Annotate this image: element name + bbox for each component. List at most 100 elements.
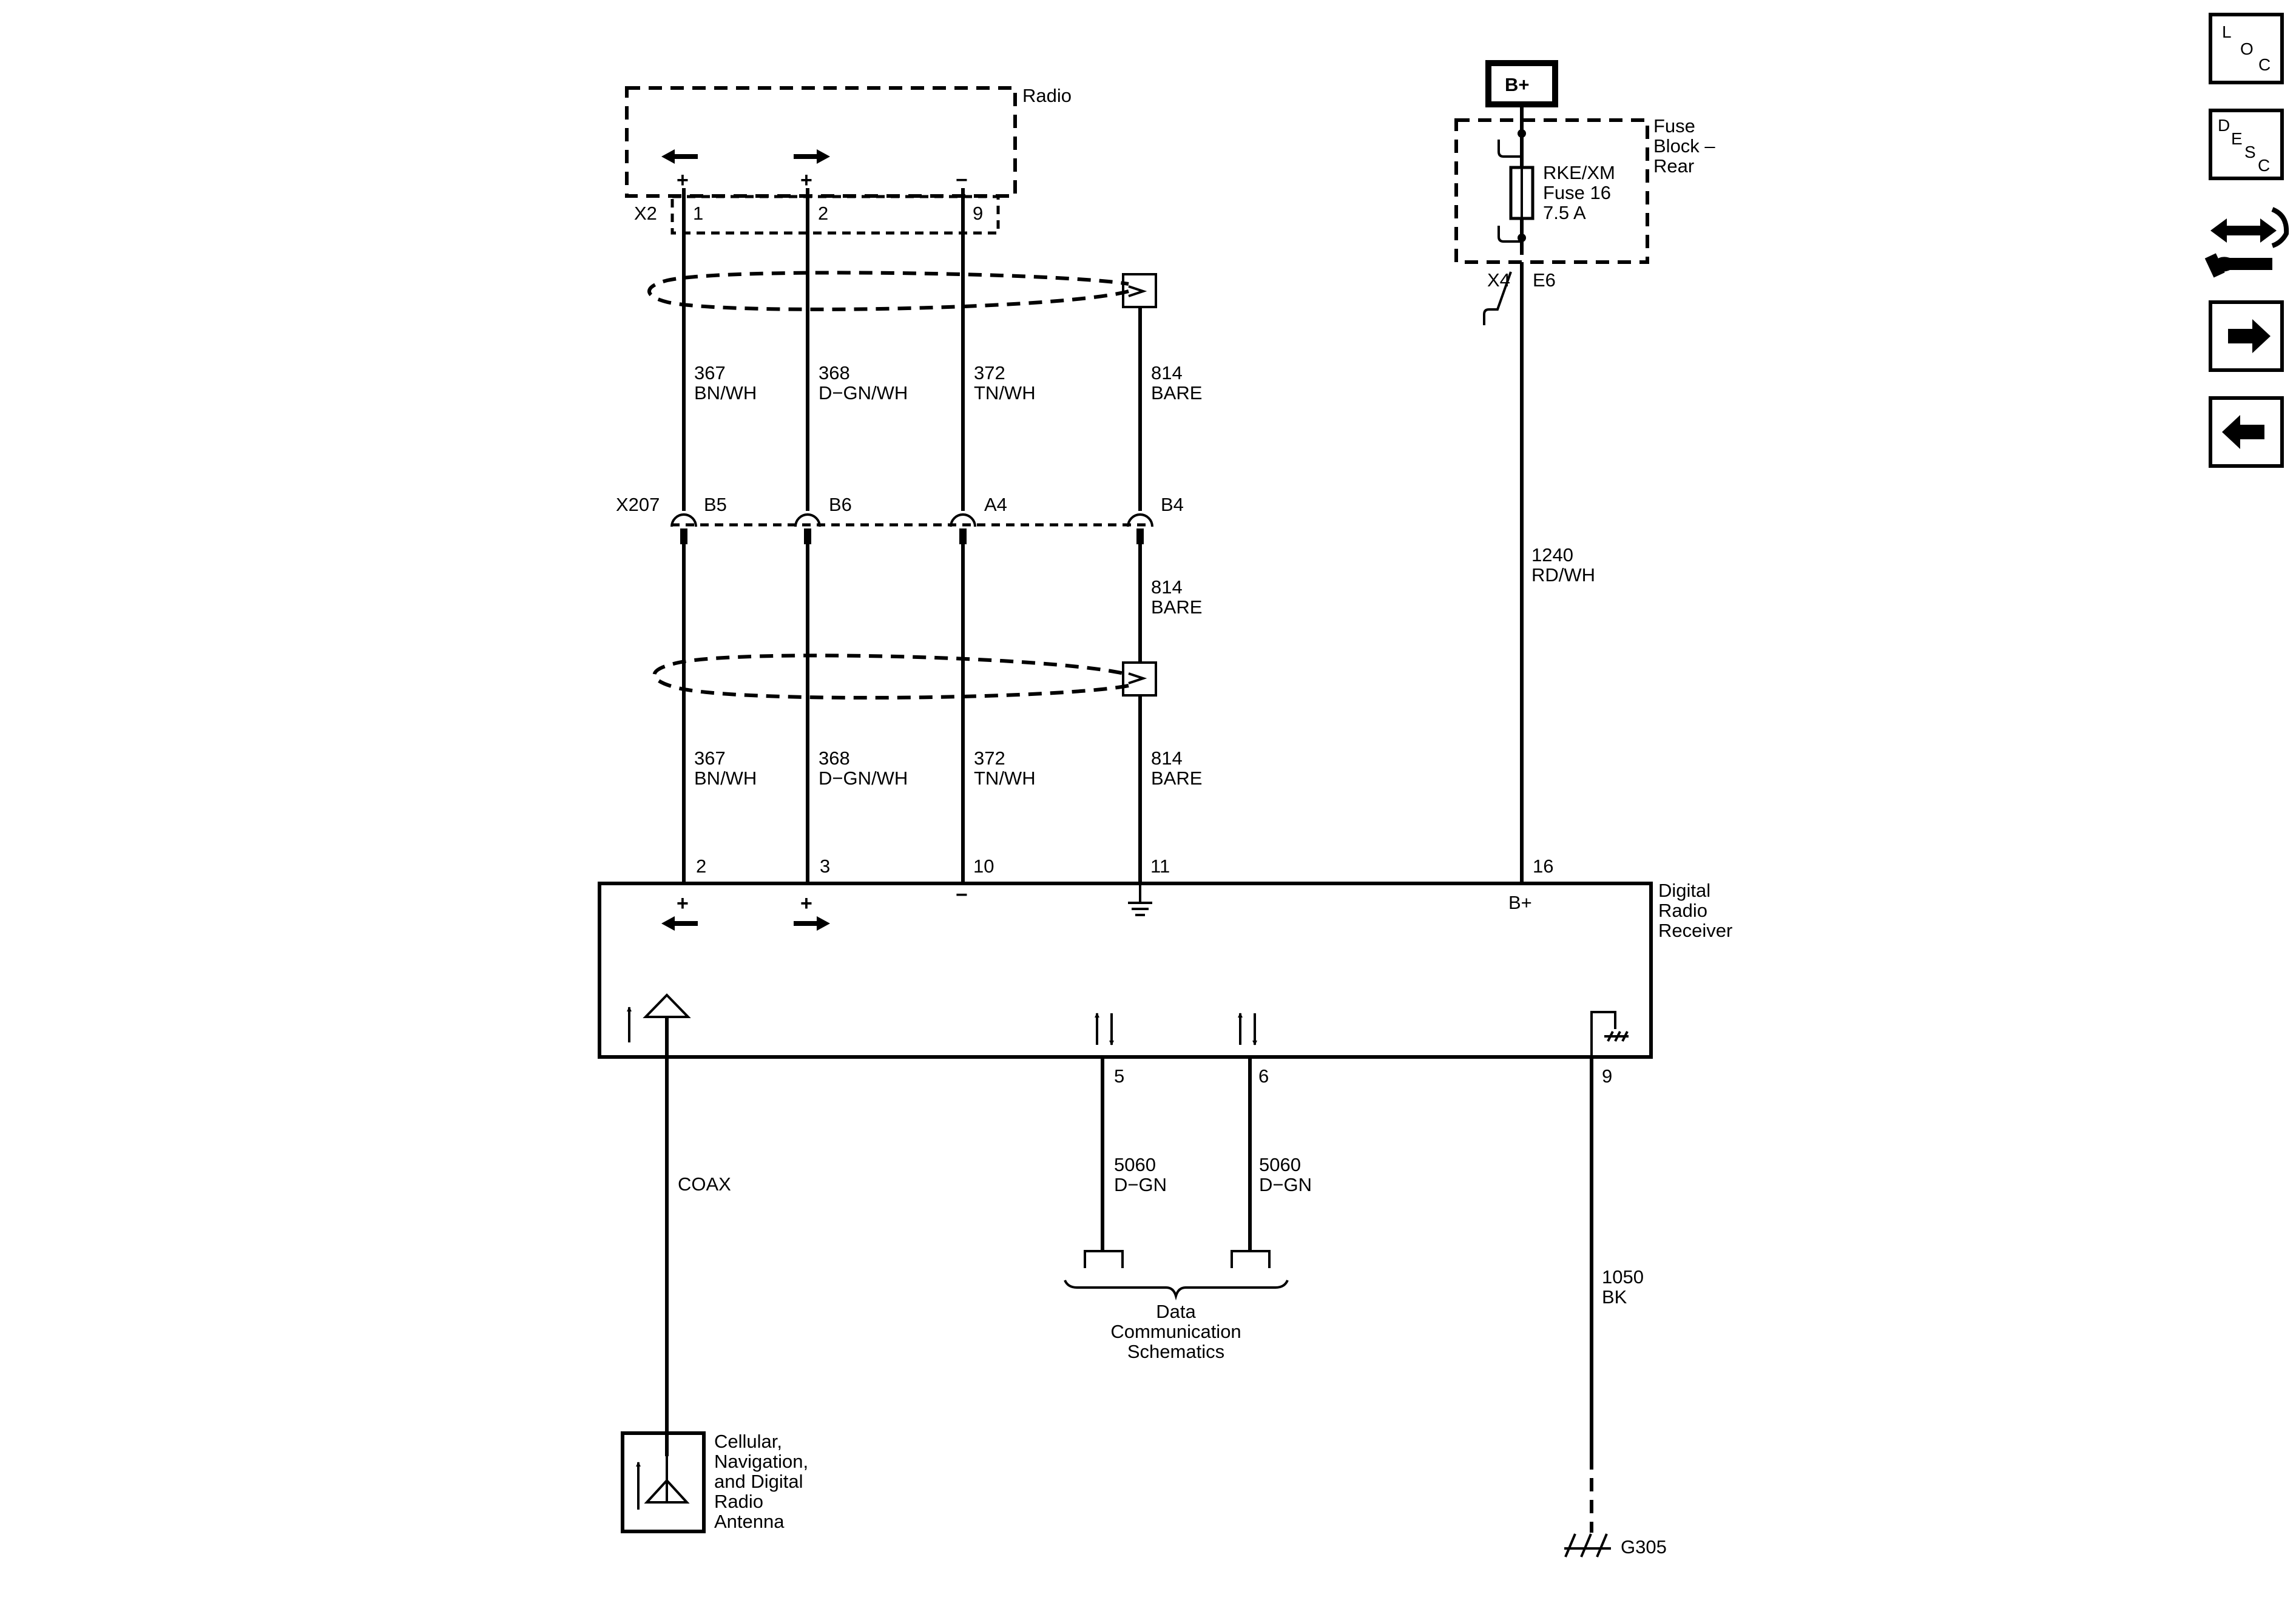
upper-wires: 367 BN/WH 368 D−GN/WH 372 TN/WH 814 BARE xyxy=(647,188,1202,511)
label-367-lower-color: BN/WH xyxy=(694,768,757,789)
receiver-title-3: Receiver xyxy=(1658,920,1732,941)
antenna-box xyxy=(621,1431,706,1533)
receiver-minus: − xyxy=(956,883,968,906)
chassis-ground-icon xyxy=(1564,1533,1611,1558)
label-1240-circuit: 1240 xyxy=(1531,544,1573,565)
desc-letter-c: C xyxy=(2258,156,2270,175)
x207-pin-b4: B4 xyxy=(1161,494,1184,515)
label-368-lower-color: D−GN/WH xyxy=(819,768,908,789)
label-372-lower-circuit: 372 xyxy=(974,748,1005,769)
radio-pin1-sign: + xyxy=(677,169,689,192)
label-5060-a-color: D−GN xyxy=(1114,1174,1167,1195)
x207-cup-b4 xyxy=(1127,513,1153,527)
x207-pin-mark-b5 xyxy=(680,528,687,544)
label-814-upper-color: BARE xyxy=(1151,382,1202,403)
radio-pin-1: 1 xyxy=(693,203,703,224)
label-367-upper-color: BN/WH xyxy=(694,382,757,403)
x207-cup-b5 xyxy=(670,513,697,527)
antenna: COAX Cellular, Navigation, and Digital R… xyxy=(621,1017,808,1533)
label-5060-a-circuit: 5060 xyxy=(1114,1154,1156,1175)
receiver-pin-11: 11 xyxy=(1150,856,1170,877)
label-5060-b-color: D−GN xyxy=(1259,1174,1312,1195)
receiver-pin-5: 5 xyxy=(1114,1065,1124,1087)
loc-icon[interactable]: L O C xyxy=(2209,13,2284,84)
antenna-label-4: Radio xyxy=(714,1491,763,1512)
radio-component: Radio + + − X2 1 2 9 xyxy=(625,85,1072,235)
fuse-block-outline xyxy=(1454,118,1649,264)
receiver-data-arrows-pin6-icon xyxy=(1238,1013,1257,1045)
receiver-plus-1: + xyxy=(677,892,689,915)
label-5060-b-circuit: 5060 xyxy=(1259,1154,1301,1175)
receiver-pin-6: 6 xyxy=(1258,1065,1269,1087)
x207-pin-mark-a4 xyxy=(959,528,967,544)
antenna-symbol-icon xyxy=(636,1456,690,1510)
label-814-mid-circuit: 814 xyxy=(1151,576,1183,598)
radio-pin2-arrow-icon xyxy=(794,149,830,164)
lower-wires: 814 BARE 367 BN/WH 368 D−GN/WH 372 TN/WH… xyxy=(652,544,1202,883)
radio-label: Radio xyxy=(1022,85,1072,106)
receiver-pin-3: 3 xyxy=(820,856,830,877)
receiver-pin-16: 16 xyxy=(1533,856,1553,877)
data-comm-label-2: Communication xyxy=(1110,1321,1241,1342)
receiver-pin-9: 9 xyxy=(1602,1065,1612,1087)
ground-circuit: 1050 BK G305 xyxy=(1564,1057,1667,1558)
radio-connector-outline xyxy=(670,195,1000,235)
data-comm-brace xyxy=(1064,1280,1289,1301)
receiver-pin-10: 10 xyxy=(973,856,994,877)
x207-pin-b6: B6 xyxy=(829,494,852,515)
label-368-upper-color: D−GN/WH xyxy=(819,382,908,403)
x207-pin-b5: B5 xyxy=(704,494,727,515)
desc-letter-s: S xyxy=(2244,143,2256,161)
data-communication: 5060 D−GN 5060 D−GN Data Communication S… xyxy=(1064,1057,1312,1362)
receiver-box xyxy=(598,882,1653,1059)
radio-pin2-sign: + xyxy=(800,169,812,192)
shield-upper xyxy=(647,271,1129,311)
antenna-label-5: Antenna xyxy=(714,1511,785,1532)
label-367-upper-circuit: 367 xyxy=(694,362,726,383)
desc-letter-e: E xyxy=(2231,129,2243,148)
radio-connector-label: X2 xyxy=(634,203,657,224)
radio-pin1-arrow-icon xyxy=(661,149,698,164)
x207-pin-mark-b6 xyxy=(804,528,811,544)
radio-pin-2: 2 xyxy=(818,203,828,224)
drain-lower-tick xyxy=(1128,672,1147,684)
power-source: B+ xyxy=(1485,60,1558,121)
x207-pin-a4: A4 xyxy=(984,494,1007,515)
receiver-title-1: Digital xyxy=(1658,880,1710,901)
connector-tool-icon[interactable] xyxy=(2204,207,2289,278)
label-814-mid-color: BARE xyxy=(1151,596,1202,618)
receiver-bplus: B+ xyxy=(1508,892,1532,913)
digital-radio-receiver: 2 3 10 11 16 Digital Radio Receiver + + … xyxy=(598,856,1732,1087)
fuse-connector-pin: E6 xyxy=(1533,269,1556,291)
label-1050-color: BK xyxy=(1602,1286,1627,1308)
desc-icon[interactable]: D E S C xyxy=(2209,109,2284,180)
fuse-name-2: Fuse 16 xyxy=(1543,182,1611,203)
drain-upper-box xyxy=(1122,273,1157,308)
fuse-block-title-2: Block – xyxy=(1653,135,1715,157)
fuse-connector-symbol xyxy=(1483,271,1512,325)
data-connector-b xyxy=(1231,1250,1271,1268)
fuse-contact-top xyxy=(1497,140,1522,158)
previous-arrow-icon[interactable] xyxy=(2209,396,2284,468)
nav-toolbar: L O C D E S C xyxy=(2204,13,2289,468)
x207-pin-mark-b4 xyxy=(1136,528,1144,544)
inline-connector-x207: X207 B5 B6 A4 B4 xyxy=(616,494,1184,544)
data-comm-label-3: Schematics xyxy=(1127,1341,1224,1362)
loc-letter-l: L xyxy=(2222,22,2232,41)
bplus-label: B+ xyxy=(1505,74,1530,95)
label-372-upper-circuit: 372 xyxy=(974,362,1005,383)
desc-letter-d: D xyxy=(2218,116,2230,135)
drain-lower-box xyxy=(1122,661,1157,697)
next-arrow-icon[interactable] xyxy=(2209,300,2284,372)
receiver-pin2-arrow-icon xyxy=(661,916,698,931)
label-372-upper-color: TN/WH xyxy=(974,382,1036,403)
fuse-name-1: RKE/XM xyxy=(1543,162,1615,183)
receiver-signal-ground-icon xyxy=(1128,883,1152,916)
coax-label: COAX xyxy=(678,1173,731,1195)
receiver-pin3-arrow-icon xyxy=(794,916,830,931)
label-368-lower-circuit: 368 xyxy=(819,748,850,769)
data-comm-label-1: Data xyxy=(1156,1301,1196,1322)
loc-letter-o: O xyxy=(2240,39,2254,58)
fuse-block-title-3: Rear xyxy=(1653,155,1694,177)
ground-label: G305 xyxy=(1621,1536,1667,1558)
